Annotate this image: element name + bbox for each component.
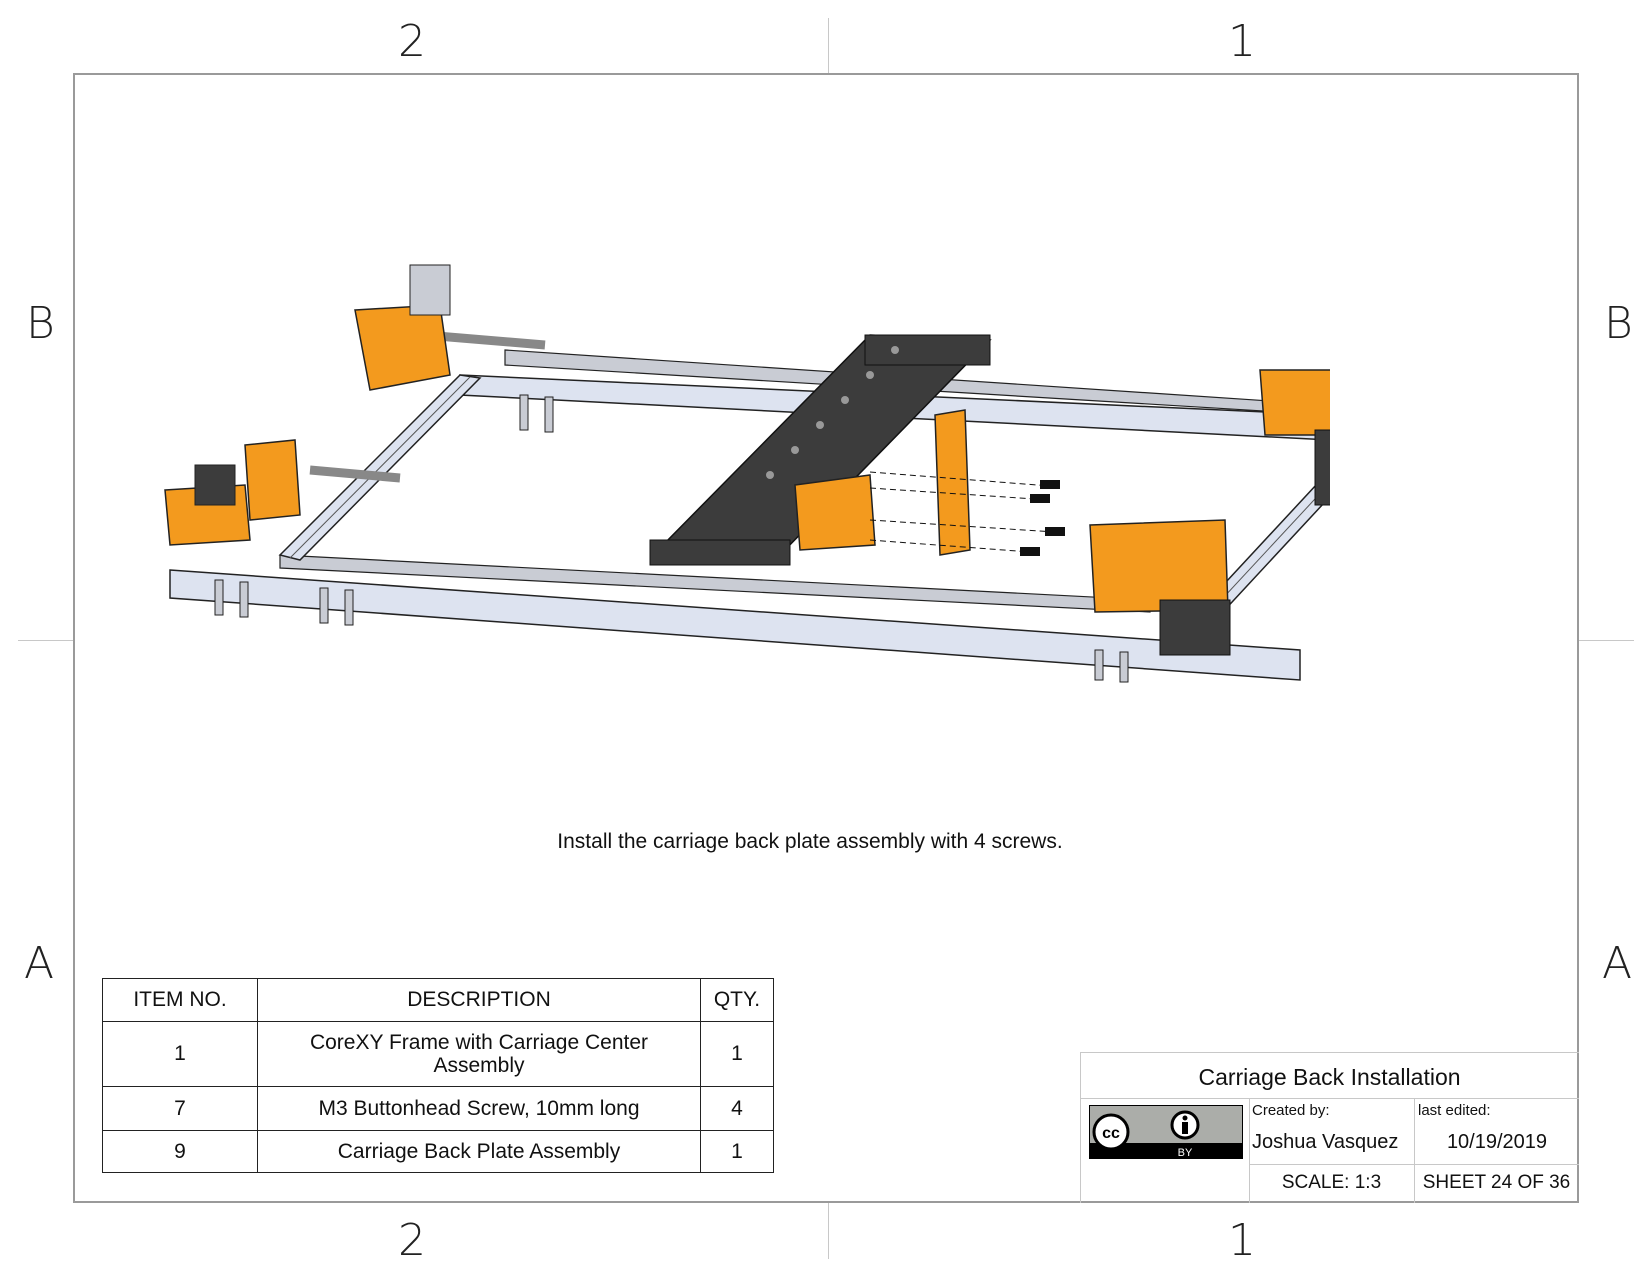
zone-label-right-b: B [1604, 298, 1633, 349]
bom-description: CoreXY Frame with Carriage Center Assemb… [257, 1021, 701, 1087]
bill-of-materials: ITEM NO. DESCRIPTION QTY. 1 CoreXY Frame… [102, 978, 774, 1173]
m3-screw-4 [1020, 547, 1040, 556]
title-block-divider [1414, 1098, 1415, 1203]
rear-left-motor-block [354, 304, 451, 391]
last-edited-date: 10/19/2019 [1446, 1131, 1548, 1153]
zone-label-left-b: B [26, 298, 55, 349]
zone-label-left-a: A [24, 938, 55, 989]
zone-divider-top [828, 18, 829, 73]
front-right-motor-block [1089, 519, 1229, 613]
bom-row: 9 Carriage Back Plate Assembly 1 [102, 1130, 774, 1173]
zone-label-top-1: 1 [1228, 16, 1256, 67]
carriage-back-plate [934, 409, 971, 556]
zone-label-top-2: 2 [398, 16, 426, 67]
bom-header-item: ITEM NO. [102, 978, 258, 1022]
bom-description: Carriage Back Plate Assembly [257, 1130, 701, 1173]
title-block-divider [1249, 1098, 1250, 1203]
scale-label: SCALE: 1:3 [1281, 1172, 1382, 1193]
bom-qty: 1 [700, 1130, 774, 1173]
carriage-center-block [794, 474, 876, 551]
last-edited-label: last edited: [1418, 1102, 1491, 1119]
front-linear-rail [279, 554, 1151, 613]
bom-item: 7 [102, 1086, 258, 1131]
zone-divider-bottom [828, 1203, 829, 1259]
bom-row: 1 CoreXY Frame with Carriage Center Asse… [102, 1021, 774, 1087]
front-stepper-motor [1159, 599, 1231, 656]
m3-screw-2 [1030, 494, 1050, 503]
zone-label-right-a: A [1602, 938, 1633, 989]
zone-divider-right [1579, 640, 1634, 641]
corexy-assembly-drawing [164, 264, 1330, 683]
sheet-number: SHEET 24 OF 36 [1422, 1172, 1571, 1193]
bom-description: M3 Buttonhead Screw, 10mm long [257, 1086, 701, 1131]
bom-header-description: DESCRIPTION [257, 978, 701, 1022]
zone-label-bottom-1: 1 [1228, 1215, 1256, 1266]
bom-qty: 4 [700, 1086, 774, 1131]
cc-by-icon: cc BY [1089, 1105, 1243, 1159]
bom-item: 9 [102, 1130, 258, 1173]
front-extrusion [169, 569, 1301, 681]
title-block-divider [1080, 1098, 1579, 1099]
sheet-title: Carriage Back Installation [1198, 1064, 1461, 1090]
title-block-border-top [1080, 1052, 1579, 1053]
author-name: Joshua Vasquez [1252, 1131, 1399, 1153]
bom-header-qty: QTY. [700, 978, 774, 1022]
created-by-label: Created by: [1252, 1102, 1330, 1119]
rear-right-motor-block [1259, 369, 1330, 436]
m3-screw-1 [1040, 480, 1060, 489]
bom-item: 1 [102, 1021, 258, 1087]
bom-qty: 1 [700, 1021, 774, 1087]
m3-screw-3 [1045, 527, 1065, 536]
assembly-instruction: Install the carriage back plate assembly… [557, 830, 1063, 853]
left-rod-lower [309, 465, 401, 483]
drawing-frame [73, 73, 1579, 1203]
zone-label-bottom-2: 2 [398, 1215, 426, 1266]
bom-header-row: ITEM NO. DESCRIPTION QTY. [102, 978, 774, 1022]
rear-stepper-motor [1314, 429, 1330, 506]
license-tag: BY [1178, 1147, 1193, 1159]
svg-text:cc: cc [1102, 1125, 1120, 1142]
zone-divider-left [18, 640, 73, 641]
bom-row: 7 M3 Buttonhead Screw, 10mm long 4 [102, 1086, 774, 1131]
title-block-border-left [1080, 1052, 1081, 1203]
